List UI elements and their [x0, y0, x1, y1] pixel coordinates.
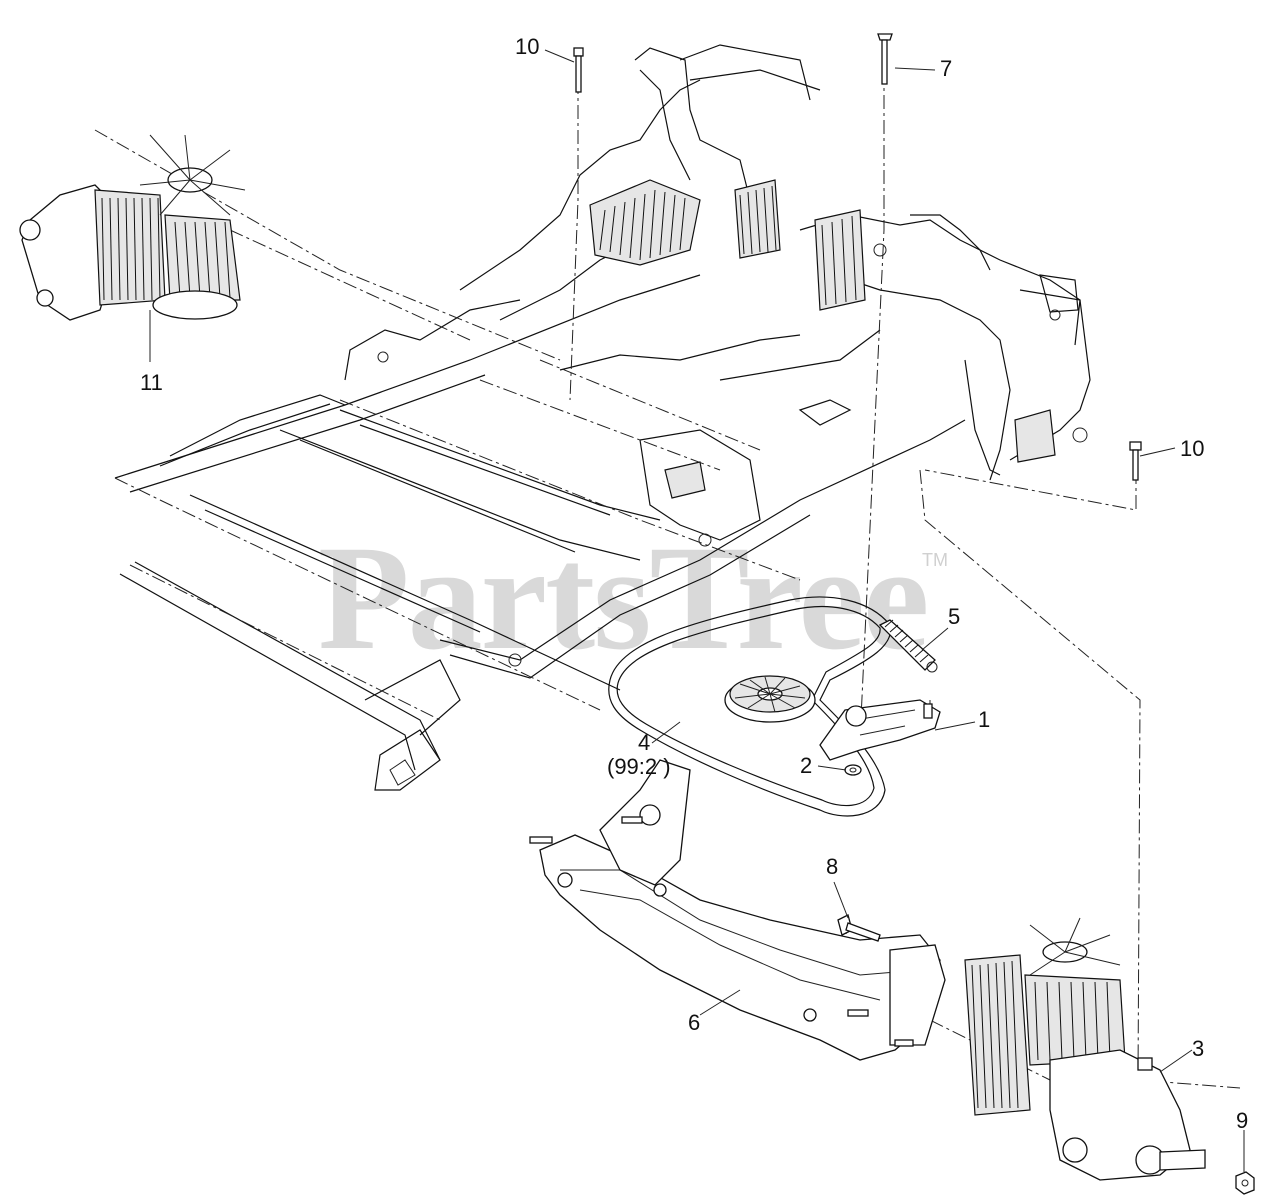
mount-bracket-item-6[interactable] — [529, 759, 946, 1061]
callout-11: 11 — [140, 370, 163, 395]
bolt-item-10-right[interactable] — [1129, 441, 1142, 481]
nut-item-9[interactable] — [1235, 1171, 1255, 1195]
callout-9: 9 — [1236, 1108, 1248, 1133]
callout-10-top: 10 — [515, 34, 539, 59]
callout-8: 8 — [826, 854, 838, 879]
idler-arm-item-1[interactable] — [724, 675, 941, 761]
callout-3: 3 — [1192, 1036, 1204, 1061]
spring-item-5[interactable] — [878, 619, 938, 673]
watermark-trademark: TM — [922, 550, 948, 570]
callout-4: 4 — [638, 730, 650, 755]
transaxle-item-3[interactable] — [964, 917, 1206, 1181]
frame-chassis — [114, 44, 1091, 791]
callout-4-subtitle: (99:2 ) — [607, 754, 671, 779]
callout-6: 6 — [688, 1010, 700, 1035]
transaxle-item-11[interactable] — [19, 134, 246, 362]
callout-10-right: 10 — [1180, 436, 1204, 461]
callout-7: 7 — [940, 56, 952, 81]
callout-labels: 10 7 11 10 5 1 4 (99:2 ) 2 8 6 3 9 — [140, 34, 1248, 1133]
bolt-item-8[interactable] — [837, 914, 881, 942]
callout-5: 5 — [948, 604, 960, 629]
callout-2: 2 — [800, 753, 812, 778]
washer-item-2[interactable] — [844, 764, 862, 776]
bolt-item-7[interactable] — [877, 33, 893, 85]
callout-leaders — [544, 49, 1245, 1172]
bolt-item-10-top[interactable] — [573, 47, 584, 93]
callout-1: 1 — [978, 707, 990, 732]
